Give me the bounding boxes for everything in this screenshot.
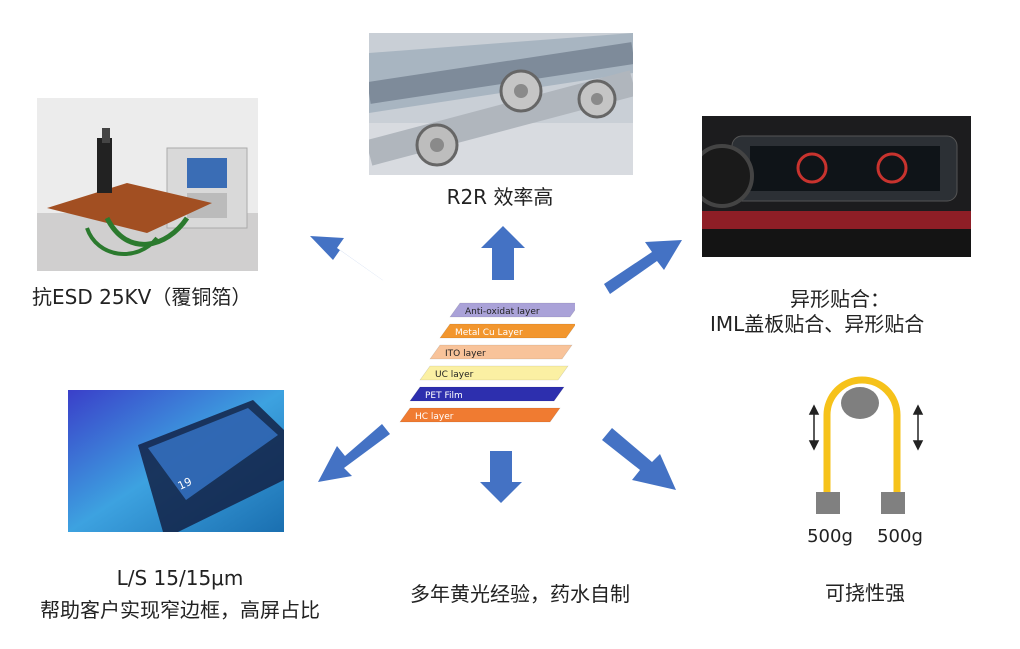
layer-label: PET Film <box>425 391 463 401</box>
car-dashboard-photo <box>702 116 971 257</box>
iml-caption-line2: IML盖板贴合、异形贴合 <box>710 312 925 336</box>
layer-3: ITO layer <box>429 344 573 360</box>
layer-4: UC layer <box>419 365 569 381</box>
esd-test-photo <box>37 98 258 271</box>
layer-label: Anti-oxidat layer <box>465 307 540 317</box>
flex-bend-illustration <box>808 376 924 514</box>
layer-label: ITO layer <box>445 349 486 359</box>
double-arrow-left-icon <box>808 404 820 451</box>
yellow-light-caption: 多年黄光经验，药水自制 <box>410 582 630 606</box>
svg-text:19: 19 <box>176 475 194 493</box>
layer-stack: HC layer PET Film UC layer ITO layer Metal C… <box>395 300 581 435</box>
layer-label: UC layer <box>435 370 474 380</box>
flexibility-caption: 可挠性强 <box>825 581 905 605</box>
weight-right-label: 500g <box>877 526 923 547</box>
layer-5: PET Film <box>409 386 565 402</box>
phone-photo: 19 <box>68 390 284 532</box>
double-arrow-right-icon <box>912 404 924 451</box>
ls-caption-line2: 帮助客户实现窄边框，高屏占比 <box>40 598 320 622</box>
arrow-up-left-icon <box>310 236 384 281</box>
ls-caption-line1: L/S 15/15μm <box>116 566 244 590</box>
arrow-up-icon <box>481 226 525 280</box>
layer-label: Metal Cu Layer <box>455 328 523 338</box>
esd-caption: 抗ESD 25KV（覆铜箔） <box>32 285 252 309</box>
arrow-down-right-icon <box>602 428 676 490</box>
arrow-up-right-icon <box>604 240 682 294</box>
weight-left-label: 500g <box>807 526 853 547</box>
arrow-down-icon <box>480 451 522 503</box>
r2r-roller-photo <box>369 33 633 175</box>
r2r-caption: R2R 效率高 <box>446 185 554 209</box>
arrow-down-left-icon <box>318 424 390 482</box>
iml-caption-line1: 异形贴合： <box>790 287 890 311</box>
layer-label: HC layer <box>415 412 454 422</box>
layer-6: HC layer <box>399 407 561 423</box>
